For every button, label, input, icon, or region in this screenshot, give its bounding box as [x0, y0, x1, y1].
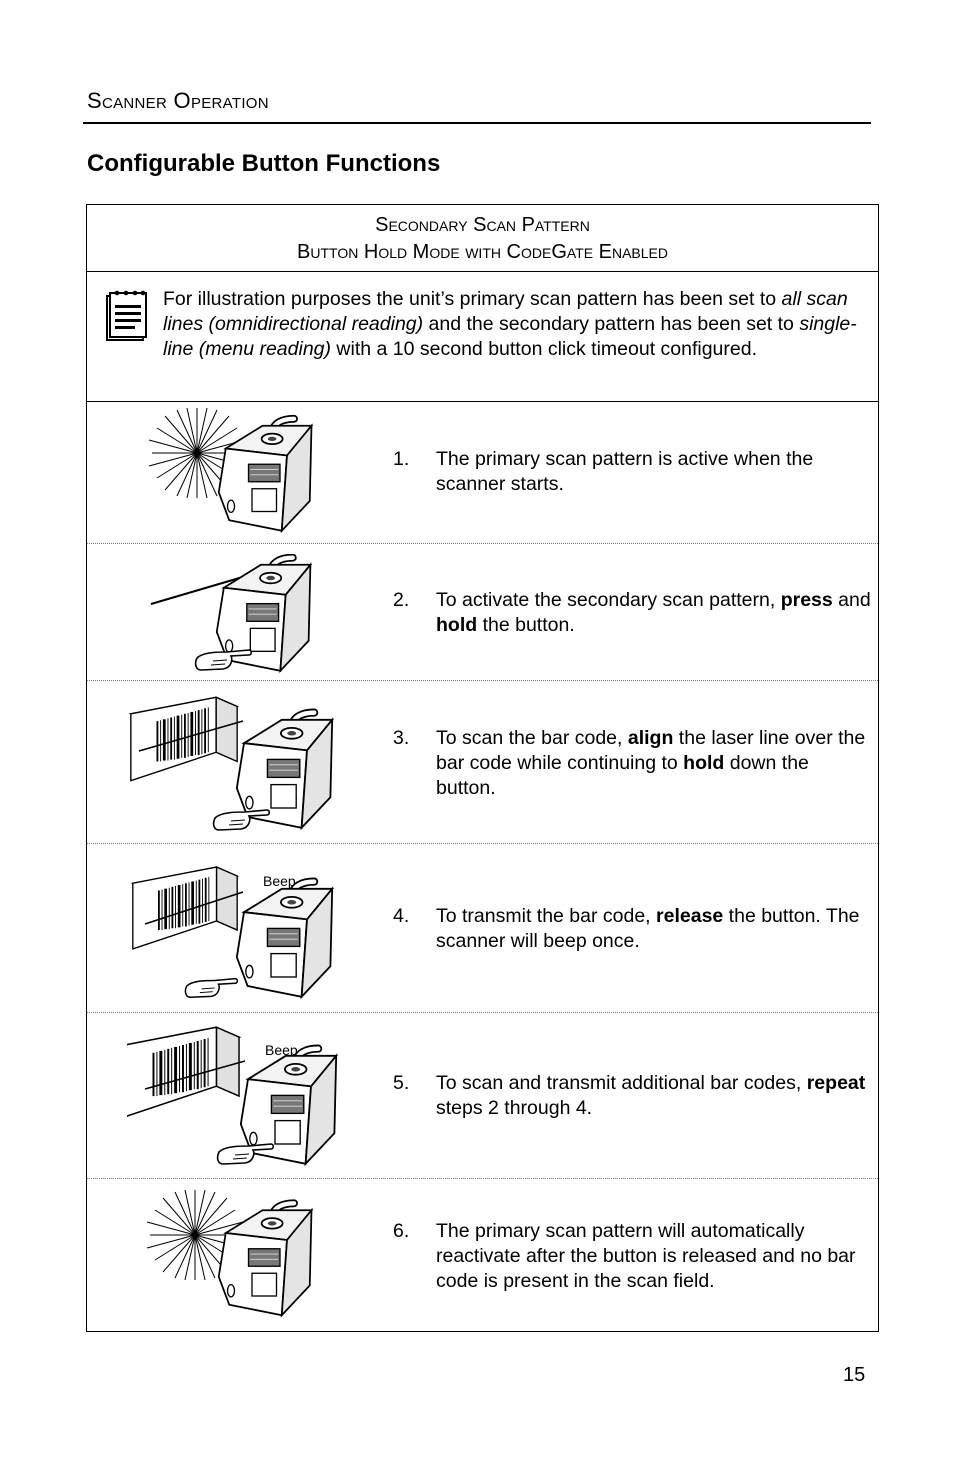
- step-3-text-b: the laser line over the bar code while c…: [436, 727, 866, 774]
- beep-label: Beep: [265, 1042, 298, 1058]
- step-3-bold-hold: hold: [683, 752, 725, 774]
- page-number: 15: [843, 1364, 866, 1386]
- beep-label: Beep: [263, 873, 296, 889]
- step-text: The primary scan pattern is active when …: [436, 447, 871, 497]
- note-text-3: with a 10 second button click timeout co…: [331, 338, 758, 360]
- note-secondary-pattern: single-line (menu reading): [163, 313, 857, 360]
- step-text: To transmit the bar code, release the bu…: [436, 904, 871, 954]
- note-text: For illustration purposes the unit’s pri…: [163, 287, 863, 362]
- step-text: To scan and transmit additional bar code…: [436, 1071, 871, 1121]
- running-head: Scanner Operation: [87, 88, 269, 113]
- step-5-illustration: Beep: [127, 1026, 355, 1177]
- caption-line-2: Button Hold Mode with CodeGate Enabled: [297, 241, 668, 263]
- step-number: 3.: [393, 727, 410, 749]
- step-6-illustration: [146, 1189, 327, 1329]
- step-row-5: Beep 5. To scan and transmit additional …: [87, 1013, 878, 1179]
- step-text: To activate the secondary scan pattern, …: [436, 588, 871, 638]
- procedure-table: Secondary Scan Pattern Button Hold Mode …: [86, 204, 879, 1332]
- note-primary-pattern: all scan lines (omnidirectional reading): [163, 288, 848, 335]
- step-2-bold-hold: hold: [436, 614, 478, 636]
- step-row-3: 3. To scan the bar code, align the laser…: [87, 681, 878, 844]
- note-text-1: For illustration purposes the unit’s pri…: [163, 288, 782, 310]
- step-1-illustration: [148, 408, 327, 542]
- table-caption: Secondary Scan Pattern Button Hold Mode …: [87, 205, 878, 272]
- notepad-icon: [106, 290, 147, 341]
- header-rule: [83, 122, 871, 124]
- step-3-text-c: down the button.: [436, 752, 809, 799]
- caption-line-1: Secondary Scan Pattern: [375, 214, 590, 236]
- step-row-6: 6. The primary scan pattern will automat…: [87, 1179, 878, 1331]
- step-5-bold-repeat: repeat: [806, 1072, 866, 1094]
- step-2-text-b: and: [832, 589, 871, 611]
- step-2-text-a: To activate the secondary scan pattern,: [436, 589, 781, 611]
- step-3-text-a: To scan the bar code,: [436, 727, 628, 749]
- step-5-text-a: To scan and transmit additional bar code…: [436, 1072, 807, 1094]
- step-4-text-b: the button. The scanner will beep once.: [436, 905, 860, 952]
- step-row-4: Beep 4. To transmit the bar code, releas…: [87, 844, 878, 1013]
- step-2-bold-press: press: [780, 589, 833, 611]
- section-title: Configurable Button Functions: [87, 150, 441, 177]
- step-row-2: 2. To activate the secondary scan patter…: [87, 544, 878, 681]
- step-text: To scan the bar code, align the laser li…: [436, 726, 871, 801]
- step-6-text: The primary scan pattern will automatica…: [436, 1220, 856, 1292]
- step-row-1: 1. The primary scan pattern is active wh…: [87, 402, 878, 544]
- step-2-text-c: the button.: [477, 614, 575, 636]
- step-4-text-a: To transmit the bar code,: [436, 905, 657, 927]
- step-5-text-b: steps 2 through 4.: [436, 1097, 593, 1119]
- step-2-illustration: [150, 548, 327, 680]
- step-1-text: The primary scan pattern is active when …: [436, 448, 814, 495]
- step-number: 1.: [393, 448, 410, 470]
- step-3-illustration: [130, 696, 347, 843]
- step-number: 2.: [393, 589, 410, 611]
- step-number: 4.: [393, 905, 410, 927]
- step-text: The primary scan pattern will automatica…: [436, 1219, 871, 1294]
- note-text-2: and the secondary pattern has been set t…: [423, 313, 800, 335]
- step-number: 6.: [393, 1220, 410, 1242]
- note-row: For illustration purposes the unit’s pri…: [87, 272, 878, 402]
- step-4-bold-release: release: [656, 905, 724, 927]
- step-3-bold-align: align: [627, 727, 674, 749]
- step-4-illustration: Beep: [132, 866, 347, 1010]
- step-number: 5.: [393, 1072, 410, 1094]
